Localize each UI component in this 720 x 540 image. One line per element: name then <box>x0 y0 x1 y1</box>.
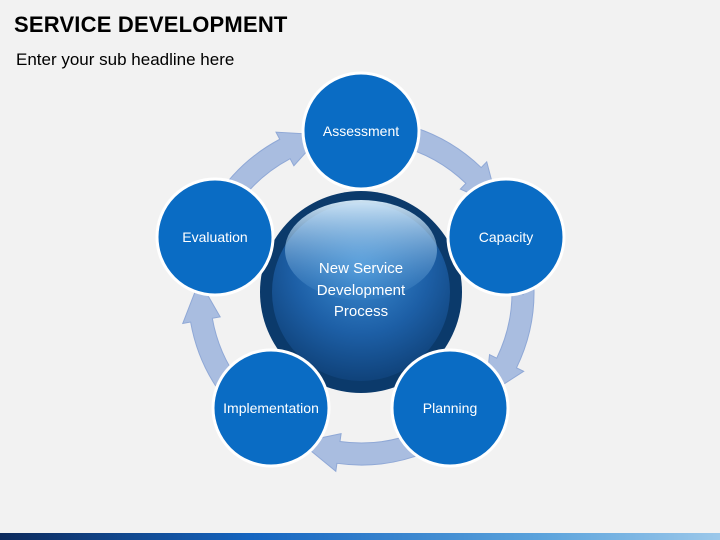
bottom-accent-bar <box>0 533 720 540</box>
center-label-line-3: Process <box>334 303 388 320</box>
node-label-implementation: Implementation <box>223 400 319 416</box>
node-capacity: Capacity <box>446 177 566 297</box>
node-label-assessment: Assessment <box>323 123 399 139</box>
slide-subtitle: Enter your sub headline here <box>16 50 235 69</box>
center-label-line-2: Development <box>317 282 406 299</box>
node-planning: Planning <box>390 348 510 468</box>
node-assessment: Assessment <box>301 71 421 191</box>
node-implementation: Implementation <box>211 348 331 468</box>
slide-title: SERVICE DEVELOPMENT <box>14 12 288 37</box>
center-label-line-1: New Service <box>319 260 403 277</box>
node-label-planning: Planning <box>423 400 478 416</box>
node-evaluation: Evaluation <box>155 177 275 297</box>
node-label-evaluation: Evaluation <box>182 229 247 245</box>
node-label-capacity: Capacity <box>479 229 533 245</box>
center-gloss <box>285 200 437 300</box>
